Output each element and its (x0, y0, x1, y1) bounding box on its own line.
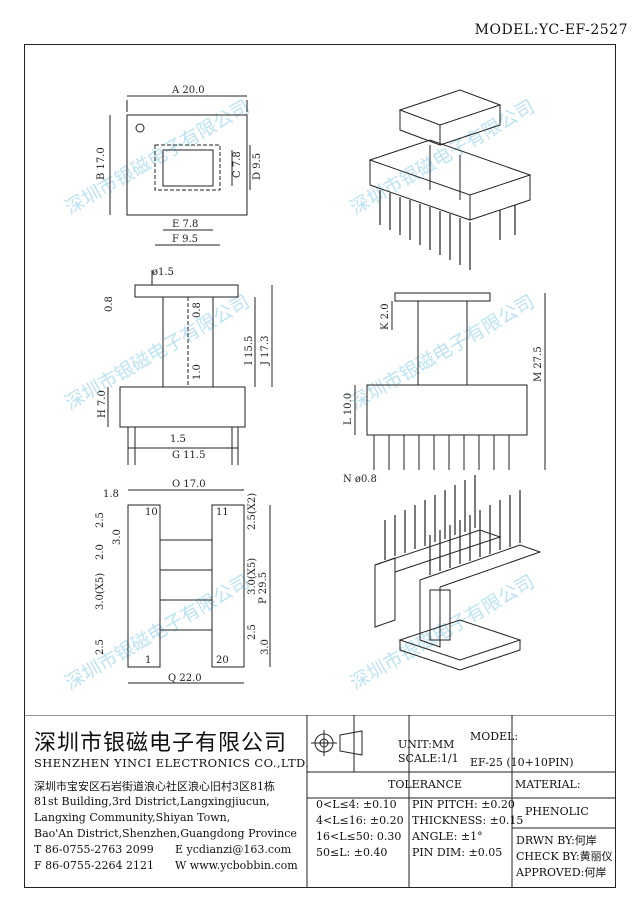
tolerance-2: 4<L≤16: ±0.20 (316, 814, 404, 827)
side-view-pins (373, 435, 510, 470)
dim-left-margin: 1.8 (103, 489, 119, 500)
dim-i: I 15.5 (244, 336, 255, 365)
address-cn: 深圳市宝安区石岩街道浪心社区浪心旧村3区81栋 (34, 780, 275, 793)
dim-a: A 20.0 (171, 85, 205, 96)
bottom-view-left-rail (127, 504, 161, 668)
drawn-by: DRWN BY:何岸 (516, 834, 597, 847)
watermark-text: 深圳市银磁电子有限公司 (62, 96, 254, 220)
dim-g: G 11.5 (172, 450, 205, 461)
fax: F 86-0755-2264 2121 (34, 859, 155, 872)
side-view-base (366, 384, 528, 436)
isometric-view-bottom (374, 475, 542, 671)
material-label: MATERIAL: (515, 778, 581, 791)
dim-top-thick: 0.8 (104, 296, 115, 312)
model-label: MODEL: (470, 730, 519, 743)
watermark-text: 深圳市银磁电子有限公司 (62, 571, 254, 695)
approved-by: APPROVED:何岸 (516, 866, 607, 879)
top-view-center-leg (162, 149, 214, 187)
check-by: CHECK BY:黄丽仪 (516, 850, 613, 863)
dim-pitch-e: 2.5 (95, 639, 106, 655)
top-view-outline (126, 114, 248, 216)
dim-flange: 1.0 (192, 364, 203, 380)
side-view (354, 292, 546, 470)
dim-r-pitch-a: 2.5(X2) (247, 493, 258, 530)
dim-l: L 10.0 (343, 393, 354, 425)
dim-pin-dia: ø1.5 (152, 267, 174, 278)
side-view-top-flange (394, 292, 491, 302)
front-view (107, 270, 273, 465)
drawing-frame (24, 44, 616, 888)
technical-drawing: 深圳市银磁电子有限公司 深圳市银磁电子有限公司 深圳市银磁电子有限公司 深圳市银… (62, 85, 546, 695)
dim-b: B 17.0 (96, 147, 107, 180)
dim-r-pitch-c: 2.5 (247, 624, 258, 640)
top-view-core-window (154, 144, 221, 191)
model-value: EF-25 (10+10PIN) (470, 756, 574, 769)
tolerance-1: 0<L≤4: ±0.10 (316, 798, 397, 811)
address-en-1: 81st Building,3rd District,Langxingjiucu… (34, 795, 270, 808)
dim-pitch-b: 3.0 (112, 529, 123, 545)
dim-inner-top: 0.8 (192, 302, 203, 318)
front-view-base (119, 386, 246, 428)
dim-pitch-a: 2.5 (95, 512, 106, 528)
dim-k: K 2.0 (380, 303, 391, 330)
tolerance-3: 16<L≤50: 0.30 (316, 830, 402, 843)
tolerance-4: 50≤L: ±0.40 (316, 846, 388, 859)
email: E ycdianzi@163.com (175, 843, 292, 856)
title-block-grid (24, 715, 616, 888)
tolerance-thickness: THICKNESS: ±0.15 (412, 814, 524, 827)
bottom-view-right-rail (211, 504, 245, 668)
dim-pitch-c: 2.0 (95, 544, 106, 560)
pin-label-11: 11 (216, 507, 229, 518)
company-name-cn: 深圳市银磁电子有限公司 (34, 731, 288, 756)
pin-label-10: 10 (145, 507, 158, 518)
pin-label-1: 1 (145, 655, 151, 666)
website: W www.ycbobbin.com (175, 859, 298, 872)
isometric-view-top (368, 89, 532, 270)
dim-j: J 17.3 (260, 336, 271, 366)
unit: UNIT:MM (398, 738, 455, 751)
front-view-top-flange (134, 284, 239, 298)
tolerance-label: TOLERANCE (388, 778, 462, 791)
watermark-text: 深圳市银磁电子有限公司 (347, 96, 539, 220)
watermarks: 深圳市银磁电子有限公司 深圳市银磁电子有限公司 深圳市银磁电子有限公司 深圳市银… (62, 96, 539, 695)
dim-e: E 7.8 (172, 219, 198, 230)
dim-pin-off: 1.5 (170, 434, 186, 445)
address-en-2: Langxing Community,Shiyan Town, (34, 811, 231, 824)
dim-m: M 27.5 (533, 346, 544, 382)
address-en-3: Bao'An District,Shenzhen,Guangdong Provi… (34, 827, 297, 840)
projection-symbol-icon (311, 730, 363, 756)
model-title: MODEL:YC-EF-2527 (474, 22, 628, 38)
dim-p: P 29.5 (258, 572, 269, 604)
telephone: T 86-0755-2763 2099 (34, 843, 154, 856)
dim-f: F 9.5 (172, 234, 198, 245)
dim-r-pitch-b: 3.0(X5) (247, 558, 258, 595)
dim-r-pitch-d: 3.0 (260, 639, 271, 655)
dim-q: Q 22.0 (168, 673, 202, 684)
tolerance-pin-dim: PIN DIM: ±0.05 (412, 846, 503, 859)
material-value: PHENOLIC (525, 805, 589, 818)
dim-pitch-d: 3.0(X5) (95, 573, 106, 610)
dim-d: D 9.5 (252, 153, 263, 180)
tolerance-pin-pitch: PIN PITCH: ±0.20 (412, 798, 515, 811)
top-view (109, 95, 251, 246)
dim-n: N ø0.8 (343, 474, 377, 485)
bottom-view (127, 489, 271, 684)
scale: SCALE:1/1 (398, 752, 459, 765)
dim-h: H 7.0 (97, 390, 108, 418)
pin-label-20: 20 (216, 655, 229, 666)
watermark-text: 深圳市银磁电子有限公司 (62, 291, 254, 415)
company-name-en: SHENZHEN YINCI ELECTRONICS CO.,LTD. (34, 756, 310, 770)
dim-c: C 7.8 (232, 151, 243, 178)
tolerance-angle: ANGLE: ±1° (412, 830, 483, 843)
watermark-text: 深圳市银磁电子有限公司 (347, 291, 539, 415)
dim-o: O 17.0 (172, 479, 206, 490)
top-view-pin-hole (135, 123, 145, 133)
